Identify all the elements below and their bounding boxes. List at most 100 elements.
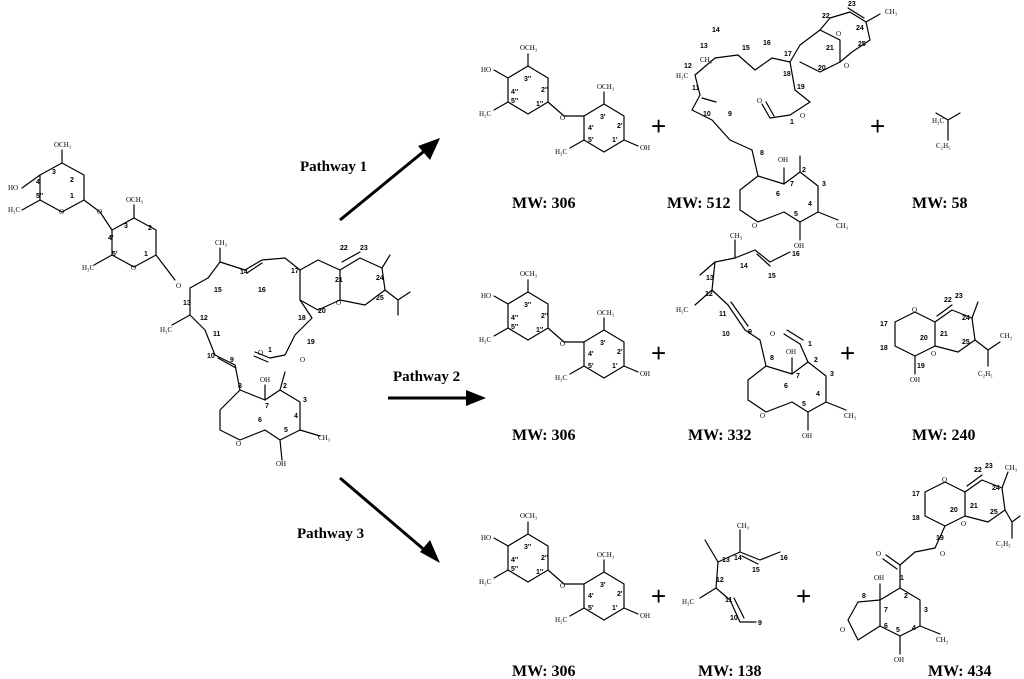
position-number: 23 <box>360 245 368 252</box>
atom-label: CH₃ <box>700 56 713 64</box>
position-number: 11 <box>719 311 727 318</box>
mw-label: MW: 58 <box>912 195 968 212</box>
position-number: 4' <box>588 125 594 132</box>
position-number: 5'' <box>36 193 44 200</box>
p2-aglycone: CH₃ H₃C O OH OH CH₃ O 13 14 15 16 12 11 … <box>676 232 857 440</box>
atom-label: O <box>800 112 805 120</box>
atom-label: H₃C <box>555 374 567 382</box>
position-number: 16 <box>780 555 788 562</box>
position-number: 3 <box>52 169 56 176</box>
atom-label: CH₃ <box>936 636 949 644</box>
atom-label: CH₃ <box>885 8 898 16</box>
position-number: 20 <box>920 335 928 342</box>
atom-label: OCH₃ <box>54 141 72 149</box>
atom-label: OCH₃ <box>126 196 144 204</box>
position-number: 18 <box>783 71 791 78</box>
plus-sign: + <box>651 338 666 368</box>
position-number: 3'' <box>524 544 532 551</box>
atom-label: O <box>876 550 881 558</box>
atom-label: OCH₃ <box>597 309 615 317</box>
atom-label: OH <box>640 612 650 620</box>
position-number: 2 <box>283 383 287 390</box>
mw-label: MW: 306 <box>512 663 576 679</box>
position-number: 6 <box>776 191 780 198</box>
position-number: 7 <box>265 403 269 410</box>
atom-label: H₃C <box>479 336 491 344</box>
position-number: 4'' <box>511 557 519 564</box>
atom-label: H₃C <box>932 117 944 125</box>
position-number: 3 <box>124 223 128 230</box>
position-number: 2 <box>802 167 806 174</box>
position-number: 9 <box>748 329 752 336</box>
position-number: 4' <box>588 593 594 600</box>
position-number: 17 <box>912 491 920 498</box>
position-number: 1'' <box>536 101 544 108</box>
position-number: 25 <box>990 509 998 516</box>
atom-label: CH₃ <box>730 232 743 240</box>
position-number: 3'' <box>524 302 532 309</box>
mw-label: MW: 306 <box>512 195 576 212</box>
atom-label: C₂H₅ <box>978 370 993 378</box>
position-number: 6 <box>884 623 888 630</box>
position-number: 20 <box>818 65 826 72</box>
atom-label: CH₃ <box>1000 332 1013 340</box>
position-number: 17 <box>880 321 888 328</box>
position-number: 8 <box>770 355 774 362</box>
position-number: 3 <box>924 607 928 614</box>
position-number: 14 <box>740 263 748 270</box>
position-number: 25 <box>962 339 970 346</box>
position-number: 5'' <box>511 98 519 105</box>
mw-label: MW: 138 <box>698 663 762 679</box>
position-number: 16 <box>792 251 800 258</box>
position-number: 24 <box>992 485 1000 492</box>
atom-label: CH₃ <box>844 412 857 420</box>
atom-label: CH₃ <box>836 222 849 230</box>
position-number: 5 <box>284 427 288 434</box>
position-number: 22 <box>974 467 982 474</box>
position-number: 23 <box>985 463 993 470</box>
position-number: 1'' <box>536 569 544 576</box>
position-number: 21 <box>335 277 343 284</box>
position-number: 24 <box>856 25 864 32</box>
position-number: 2 <box>148 225 152 232</box>
position-number: 16 <box>763 40 771 47</box>
position-number: 3 <box>830 371 834 378</box>
atom-label: OH <box>786 348 796 356</box>
plus-sign: + <box>651 111 666 141</box>
position-number: 2' <box>617 349 623 356</box>
position-number: 11 <box>213 331 221 338</box>
position-number: 22 <box>340 245 348 252</box>
position-number: 8 <box>862 593 866 600</box>
atom-label: O <box>300 356 305 364</box>
p2-spiroketal-fragment: O O OH CH₃ C₂H₅ 17 18 19 20 21 22 23 24 … <box>880 293 1013 384</box>
atom-label: OH <box>910 376 920 384</box>
position-number: 22 <box>822 13 830 20</box>
position-number: 3' <box>600 114 606 121</box>
position-number: 2'' <box>541 555 549 562</box>
p1-disaccharide: OCH₃ HO H₃C OCH₃ O H₃C OH 3'' 2'' 4'' 5'… <box>479 44 650 156</box>
position-number: 3 <box>303 397 307 404</box>
atom-label: OH <box>276 460 286 468</box>
position-number: 17 <box>291 268 299 275</box>
atom-label: O <box>844 62 849 70</box>
atom-label: O <box>59 208 64 216</box>
atom-label: O <box>836 30 841 38</box>
position-number: 12 <box>705 291 713 298</box>
position-number: 1 <box>70 193 74 200</box>
p3-disaccharide: OCH₃ HO H₃C OCH₃ O H₃C OH 3'' 2'' 4'' 5'… <box>479 512 650 624</box>
atom-label: O <box>931 350 936 358</box>
position-number: 2 <box>814 357 818 364</box>
position-number: 12 <box>200 315 208 322</box>
atom-label: O <box>961 520 966 528</box>
atom-label: CH₃ <box>737 522 750 530</box>
atom-label: HO <box>8 184 18 192</box>
position-number: 18 <box>298 315 306 322</box>
position-number: 4 <box>816 391 820 398</box>
position-number: 19 <box>307 339 315 346</box>
atom-label: H₃C <box>555 616 567 624</box>
atom-label: OH <box>874 574 884 582</box>
position-number: 14 <box>712 27 720 34</box>
atom-label: OH <box>802 432 812 440</box>
position-number: 3'' <box>524 76 532 83</box>
